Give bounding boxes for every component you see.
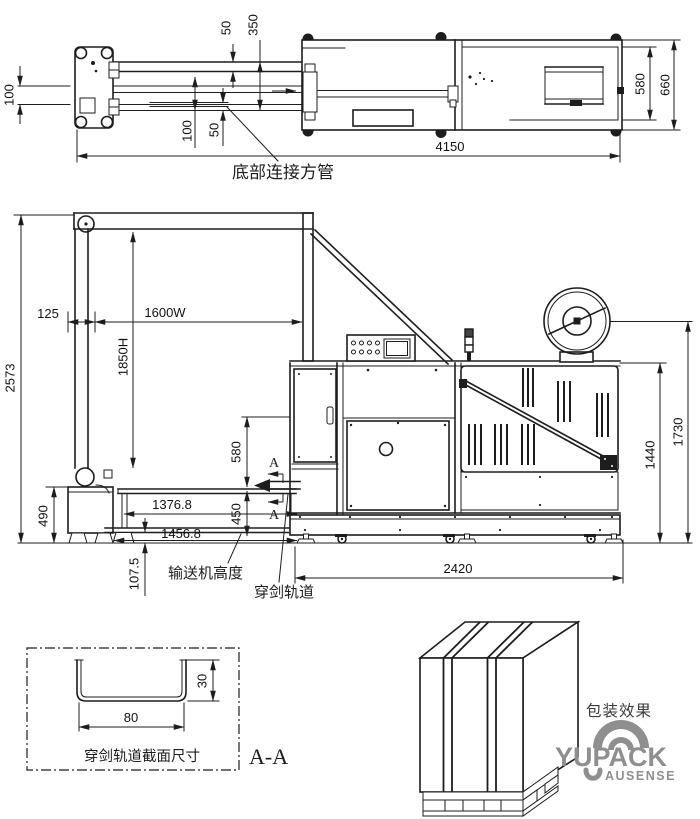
dim-channel-width: 80 bbox=[124, 710, 138, 725]
dim-rail-width: 100 bbox=[1, 84, 16, 106]
detail-border bbox=[26, 647, 240, 771]
dim-tube-width: 50 bbox=[206, 123, 221, 137]
door-handle-icon bbox=[378, 441, 394, 457]
side-cabinet-door bbox=[291, 368, 339, 470]
front-view: A A 2573 125 1600W 1850H 490 580 450 bbox=[2, 212, 693, 601]
dim-body-inner-depth: 580 bbox=[632, 73, 647, 95]
section-mark-bottom: A bbox=[269, 508, 280, 523]
yupack-logo: YUPACK AUSENSE bbox=[555, 720, 676, 783]
control-panel-icon bbox=[346, 334, 416, 362]
leveling-foot-icon bbox=[604, 533, 624, 544]
section-title: A-A bbox=[249, 744, 288, 769]
dim-overall-height: 2573 bbox=[2, 364, 17, 393]
logo-arc-outer-icon bbox=[593, 720, 649, 748]
signal-lamp-icon bbox=[464, 328, 474, 361]
strap-reel-top-icon bbox=[544, 66, 604, 106]
label-sword-track: 穿剑轨道 bbox=[254, 584, 314, 601]
dim-rail-height: 107.5 bbox=[126, 558, 141, 591]
logo-swoosh-icon bbox=[583, 767, 603, 781]
package-caption: 包装效果 bbox=[586, 702, 652, 720]
dim-track-length: 1376.8 bbox=[152, 497, 192, 512]
gantry-frame-icon bbox=[73, 212, 454, 469]
top-view: 100 50 350 100 50 4150 580 660 底部连接方管 bbox=[1, 14, 681, 182]
sword-track-icon bbox=[254, 479, 301, 492]
machine-body-icon bbox=[289, 360, 621, 536]
package-box-icon bbox=[417, 620, 581, 794]
front-view-dimensions: 2573 125 1600W 1850H 490 580 450 1376.8 … bbox=[2, 214, 691, 601]
strap-bands-icon bbox=[442, 621, 534, 792]
label-conveyor-height: 输送机高度 bbox=[168, 565, 243, 582]
caster-wheel-icon bbox=[335, 534, 347, 544]
section-mark-top: A bbox=[269, 456, 280, 471]
top-view-dimensions: 100 50 350 100 50 4150 580 660 底部连接方管 bbox=[1, 14, 681, 182]
dim-body-height: 1440 bbox=[642, 441, 657, 470]
casters-and-feet bbox=[296, 533, 624, 544]
dim-tube-offset: 100 bbox=[179, 120, 194, 142]
dim-body-depth: 660 bbox=[657, 74, 672, 96]
rail-tubes-icon bbox=[109, 61, 304, 111]
logo-arc-inner-icon bbox=[608, 737, 634, 750]
caster-wheel-icon bbox=[584, 534, 596, 544]
corner-roller-icon bbox=[77, 215, 95, 233]
section-detail: 30 80 穿剑轨道截面尺寸 A-A bbox=[26, 647, 288, 771]
machine-body-top-icon bbox=[301, 32, 624, 138]
dim-rail-length: 1456.8 bbox=[161, 526, 201, 541]
carriage-top-icon bbox=[74, 46, 120, 129]
dim-column-offset: 125 bbox=[37, 306, 59, 321]
dim-dispenser-height: 490 bbox=[35, 505, 50, 527]
vented-panel bbox=[459, 365, 619, 473]
front-door bbox=[346, 420, 450, 511]
brand-sub-name: AUSENSE bbox=[605, 769, 676, 783]
dim-beam-offset: 350 bbox=[245, 14, 260, 36]
dim-body-length: 2420 bbox=[444, 561, 473, 576]
dim-reel-height: 1730 bbox=[670, 418, 685, 447]
dim-arch-height: 1850H bbox=[115, 338, 130, 376]
pallet-icon bbox=[422, 766, 559, 817]
dim-slot-height: 580 bbox=[228, 441, 243, 463]
package-illustration: 包装效果 YUPACK AUSENSE bbox=[417, 620, 676, 817]
dim-beam-depth: 50 bbox=[218, 21, 233, 35]
channel-profile-icon bbox=[74, 659, 189, 702]
leveling-foot-icon bbox=[296, 533, 316, 544]
section-caption: 穿剑轨道截面尺寸 bbox=[84, 748, 200, 765]
vent-slots-icon bbox=[468, 368, 609, 465]
caster-wheel-icon bbox=[443, 534, 455, 544]
dim-overall-length: 4150 bbox=[436, 139, 465, 154]
strap-reel-icon bbox=[543, 287, 693, 363]
dim-arch-width: 1600W bbox=[144, 305, 186, 320]
dim-channel-height: 30 bbox=[194, 674, 209, 688]
label-bottom-tube: 底部连接方管 bbox=[232, 163, 334, 182]
brand-name: YUPACK bbox=[555, 742, 668, 772]
